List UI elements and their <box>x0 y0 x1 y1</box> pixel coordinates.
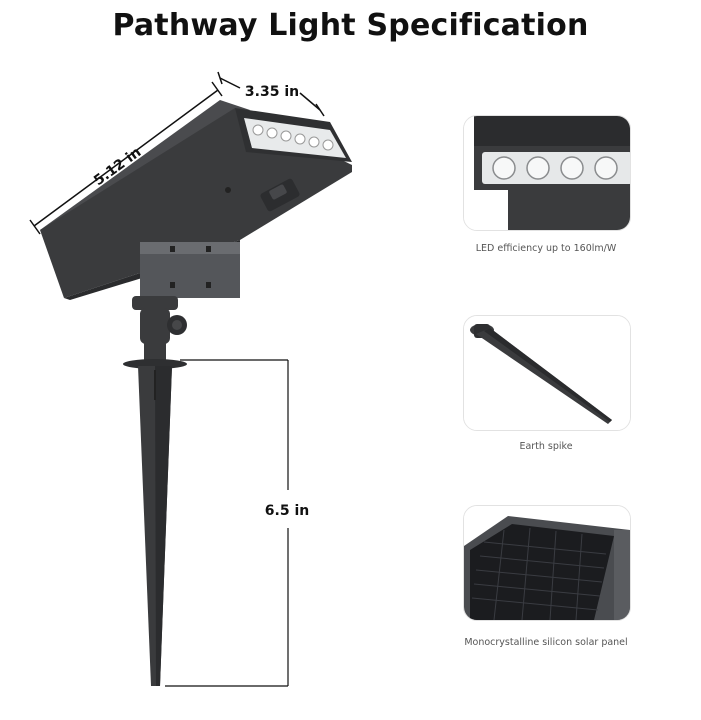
led-feature-card <box>463 115 631 231</box>
width-dimension: 3.35 in <box>217 71 325 117</box>
width-label: 3.35 in <box>245 84 299 100</box>
solar-feature-caption: Monocrystalline silicon solar panel <box>464 637 628 648</box>
swivel-joint <box>140 308 187 344</box>
led-closeup-image <box>464 116 630 230</box>
light-head <box>40 100 352 300</box>
spike-feature-card <box>463 315 631 431</box>
solar-panel-image <box>464 506 630 620</box>
earth-spike <box>123 340 187 686</box>
mount-block <box>132 242 240 310</box>
spike-height-label: 6.5 in <box>265 503 309 519</box>
led-bulbs <box>492 156 618 180</box>
led-feature-caption: LED efficiency up to 160lm/W <box>475 243 617 254</box>
page-title: Pathway Light Specification <box>112 8 589 43</box>
led-array <box>252 124 334 151</box>
solar-feature-card <box>463 505 631 621</box>
solar-cell-grid <box>471 527 607 620</box>
earth-spike-image <box>464 316 630 430</box>
spike-height-dimension: 6.5 in <box>165 359 309 687</box>
spike-feature-caption: Earth spike <box>519 441 573 452</box>
